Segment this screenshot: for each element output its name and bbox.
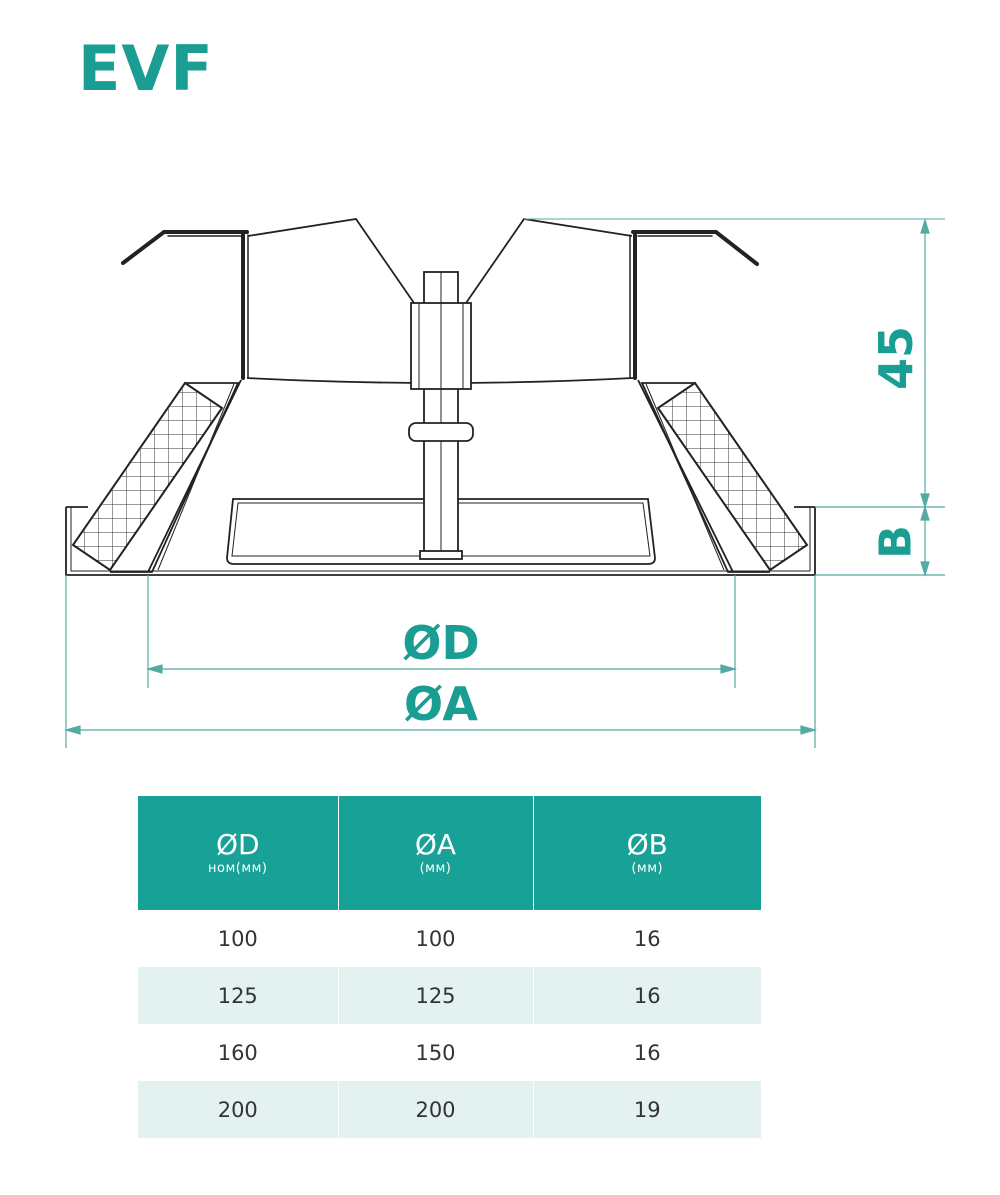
table-cell: 16 bbox=[633, 926, 661, 951]
left-spring-flange bbox=[121, 230, 249, 380]
left-filter-seal bbox=[71, 381, 224, 572]
table-row: 200 200 19 bbox=[138, 1081, 761, 1138]
dimensions-table: ØD ном(мм) ØA (мм) ØB (мм) 100 100 16 12… bbox=[138, 796, 761, 1138]
page-title: EVF bbox=[78, 32, 214, 105]
b-dimension-label: B bbox=[871, 525, 922, 559]
table-cell: 16 bbox=[533, 967, 761, 1024]
table-cell: 200 bbox=[138, 1081, 339, 1138]
header-unit: (мм) bbox=[631, 861, 664, 876]
header-symbol: ØB bbox=[626, 828, 668, 861]
header-unit: ном(мм) bbox=[207, 861, 268, 876]
table-cell: 125 bbox=[138, 967, 339, 1024]
table-cell: 125 bbox=[338, 967, 534, 1024]
table-row: 100 100 16 bbox=[138, 910, 761, 967]
a-dimension-label: ØA bbox=[404, 677, 478, 731]
header-symbol: ØA bbox=[414, 828, 457, 861]
right-filter-seal bbox=[656, 381, 809, 572]
header-unit: (мм) bbox=[419, 861, 452, 876]
header-cell-d: ØD ном(мм) bbox=[138, 796, 339, 910]
cover-wings bbox=[247, 218, 945, 304]
valve-technical-drawing: 45 B ØD ØA bbox=[63, 217, 945, 748]
center-bolt bbox=[408, 271, 474, 560]
table-cell: 100 bbox=[338, 910, 534, 967]
table-cell: 160 bbox=[138, 1024, 339, 1081]
table-row: 160 150 16 bbox=[138, 1024, 761, 1081]
table-cell: 150 bbox=[338, 1024, 534, 1081]
table-cell: 16 bbox=[633, 1040, 661, 1065]
d-dimension-label: ØD bbox=[402, 616, 479, 670]
dimension-lines bbox=[63, 217, 945, 748]
valve-disc bbox=[226, 498, 656, 565]
header-cell-b: ØB (мм) bbox=[533, 796, 761, 910]
header-symbol: ØD bbox=[215, 828, 260, 861]
right-spring-flange bbox=[629, 230, 759, 380]
header-cell-a: ØA (мм) bbox=[338, 796, 534, 910]
height-dimension-label: 45 bbox=[869, 326, 923, 390]
table-header-row: ØD ном(мм) ØA (мм) ØB (мм) bbox=[138, 796, 761, 910]
table-row: 125 125 16 bbox=[138, 967, 761, 1024]
table-cell: 200 bbox=[338, 1081, 534, 1138]
table-cell: 19 bbox=[533, 1081, 761, 1138]
table-cell: 100 bbox=[138, 910, 339, 967]
